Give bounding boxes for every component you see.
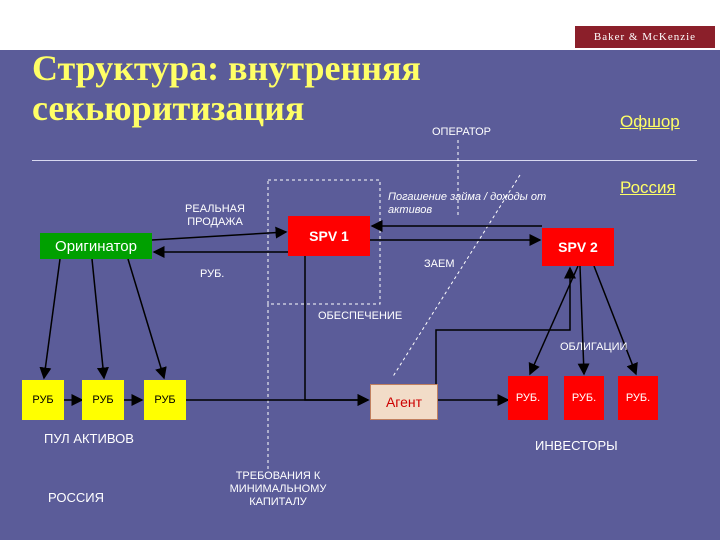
offshore-label: Офшор (620, 112, 680, 131)
collateral-label: ОБЕСПЕЧЕНИЕ (318, 310, 403, 322)
title-line-1: Структура: внутренняя (32, 48, 421, 88)
operator-line-right (391, 174, 521, 379)
loan-label: ЗАЕМ (424, 258, 455, 270)
spv1-boundary (267, 179, 381, 305)
rub-label: РУБ. (200, 268, 225, 280)
bond-arrow-1 (528, 265, 579, 376)
capital-requirements-label: ТРЕБОВАНИЯ К МИНИМАЛЬНОМУ КАПИТАЛУ (229, 470, 327, 508)
agent-spv2-arrow (435, 266, 576, 384)
title-line-2: секьюритизация (32, 88, 305, 128)
spv2-node: SPV 2 (542, 228, 614, 266)
sale-arrow (151, 226, 288, 241)
asset-arrow-3 (127, 258, 167, 380)
spv1-node: SPV 1 (288, 216, 370, 256)
real-sale-label: РЕАЛЬНАЯ ПРОДАЖА (185, 203, 245, 228)
russia-label-bottom: РОССИЯ (48, 490, 105, 505)
investor-box: РУБ. (508, 376, 548, 420)
asset-box: РУБ (82, 380, 124, 420)
slide-title: Структура: внутренняя секьюритизация (32, 48, 552, 128)
title-divider (32, 160, 697, 161)
asset-box: РУБ (22, 380, 64, 420)
bonds-label: ОБЛИГАЦИИ (560, 341, 628, 353)
asset-arrow-1 (39, 258, 61, 380)
bond-arrow-2 (577, 265, 590, 376)
bond-arrow-3 (593, 265, 638, 376)
originator-node: Оригинатор (40, 233, 152, 259)
russia-label-top: Россия (620, 178, 676, 197)
asset-box: РУБ (144, 380, 186, 420)
agent-node: Агент (370, 384, 438, 420)
investors-label: ИНВЕСТОРЫ (535, 438, 618, 453)
investor-box: РУБ. (618, 376, 658, 420)
operator-label: ОПЕРАТОР (432, 126, 491, 138)
asset-pool-label: ПУЛ АКТИВОВ (44, 431, 134, 446)
collateral-arrow (304, 256, 370, 406)
company-logo: Baker & McKenzie (575, 26, 715, 48)
repayment-label: Погашение займа / доходы от активов (388, 191, 547, 216)
asset-arrow-2 (91, 258, 109, 380)
investor-box: РУБ. (564, 376, 604, 420)
